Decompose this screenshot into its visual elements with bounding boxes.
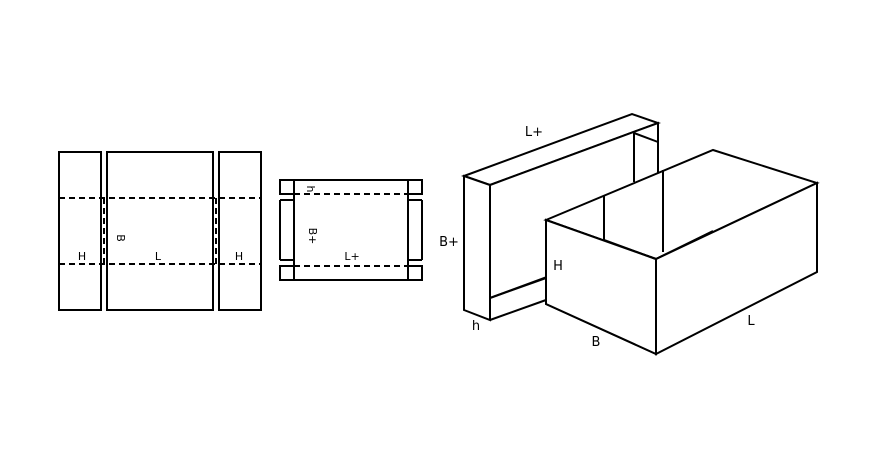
iso-lid-label-h: h [472,319,480,334]
iso-lid-label-l: L+ [525,125,543,140]
flat-lid-corner-tr [407,179,423,195]
flat-lid-label-b: B+ [306,228,319,245]
iso-box: H B L [543,148,820,356]
flat-box-blank: B L H H [58,151,262,311]
iso-box-inner-floor-right [655,230,714,260]
flat-box-center-panel [106,151,214,311]
flat-lid-corner-tl [279,179,295,195]
flat-lid-label-h: h [304,186,317,193]
iso-lid-front-edge [463,174,491,322]
flat-lid-label-l: L+ [344,250,359,263]
flat-box-right-flap [218,151,262,311]
iso-lid-bottom-edge [489,299,547,321]
iso-lid-label-b: B+ [439,235,459,250]
flat-lid-corner-br [407,265,423,281]
flat-lid-blank: h B+ L+ [279,179,423,281]
flat-box-label-l: L [155,250,162,263]
iso-lid-inner-bottom [489,277,547,299]
flat-box-left-flap [58,151,102,311]
flat-box-label-h-left: H [78,250,86,263]
iso-box-label-l: L [747,314,755,329]
iso-lid-inner-top [633,132,659,143]
flat-box-label-b: B [114,234,127,242]
iso-box-inner-floor-left [603,239,657,260]
iso-box-label-h: H [553,259,563,274]
iso-box-label-b: B [592,335,601,350]
flat-lid-corner-bl [279,265,295,281]
flat-box-label-h-right: H [235,250,243,263]
